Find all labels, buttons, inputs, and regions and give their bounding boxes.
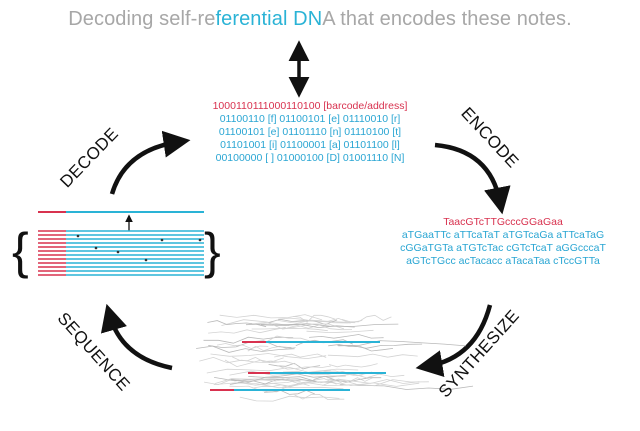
left-brace-icon: { (12, 223, 29, 279)
oligo-strand (204, 378, 290, 386)
binary-row: 01100110 [f] 01100101 [e] 01110010 [r] (219, 113, 401, 125)
binary-row: 01100101 [e] 01101110 [n] 01110100 [t] (218, 126, 402, 138)
dna-sequence: TaacGTcTTGcccGGaGaa aTGaaTTc aTTcaTaT aT… (372, 216, 634, 268)
oligo-strand (219, 314, 323, 321)
oligo-strand (322, 378, 420, 386)
dna-row: aTGaaTTc aTTcaTaT aTGTcaGa aTTcaTaG (401, 229, 605, 241)
oligo-strand (251, 321, 345, 330)
oligo-strand (286, 324, 353, 331)
oligo-strand (213, 382, 344, 390)
title-part-1: Decoding self-re (68, 8, 216, 30)
synthesized-pool (196, 314, 474, 402)
oligo-strand (327, 353, 418, 358)
read-error-dot (144, 258, 148, 262)
oligo-strand (214, 377, 314, 384)
oligo-strand (232, 356, 279, 363)
oligo-strand (313, 375, 382, 383)
dna-row: aGTcTGcc acTacacc aTacaTaa cTccGTTa (406, 255, 600, 267)
page-title: Decoding self-referential DNA that encod… (0, 8, 640, 31)
oligo-strand (337, 340, 466, 347)
oligo-strand (278, 365, 331, 370)
oligo-strand (328, 363, 378, 368)
oligo-strand (339, 384, 474, 390)
read-error-dot (94, 246, 98, 250)
oligo-strand (251, 327, 328, 332)
encode-arrow (434, 142, 511, 215)
oligo-strand (328, 344, 394, 352)
title-part-highlight: ferential DN (215, 8, 323, 30)
oligo-strand (341, 314, 392, 323)
read-error-dot (116, 250, 120, 254)
sequencing-reads: { } (12, 211, 221, 279)
oligo-strand (268, 318, 338, 325)
synthesize-arrow (415, 304, 493, 377)
sequence-arrow (100, 303, 173, 371)
read-error-dot (160, 238, 164, 242)
oligo-strand (328, 373, 405, 379)
oligo-strand (245, 323, 355, 329)
oligo-strand (237, 381, 344, 387)
oligo-strand (199, 356, 284, 364)
oligo-strand (309, 334, 384, 339)
dna-barcode: TaacGTcTTGcccGGaGaa (443, 216, 563, 228)
oligo-strand (276, 319, 363, 324)
binary-row: 01101001 [i] 01100001 [a] 01101100 [l] (220, 139, 400, 151)
title-part-3: A that encodes these notes. (322, 8, 572, 30)
oligo-strand (306, 329, 374, 334)
read-error-dot (198, 238, 202, 242)
right-brace-icon: } (204, 223, 221, 279)
binary-encoding: 1000110111000110100 [barcode/address] 01… (150, 100, 470, 165)
oligo-strand (262, 378, 337, 385)
oligo-strand (203, 336, 294, 344)
decode-arrow (109, 130, 191, 195)
oligo-strand (208, 326, 286, 334)
oligo-strand (210, 353, 327, 360)
oligo-strand (294, 393, 345, 400)
oligo-strand (282, 381, 420, 388)
oligo-strand (239, 395, 340, 402)
binary-row: 00100000 [ ] 01000100 [D] 01001110 [N] (215, 152, 405, 164)
binary-barcode: 1000110111000110100 [barcode/address] (212, 100, 408, 112)
oligo-strand (282, 370, 373, 377)
oligo-strand (274, 353, 327, 358)
oligo-strand (217, 343, 269, 349)
read-error-dot (76, 234, 80, 238)
oligo-strand (293, 314, 336, 323)
dna-row: cGGaTGTa aTGTcTac cGTcTcaT aGGcccaT (400, 242, 606, 254)
oligo-strand (320, 378, 429, 387)
